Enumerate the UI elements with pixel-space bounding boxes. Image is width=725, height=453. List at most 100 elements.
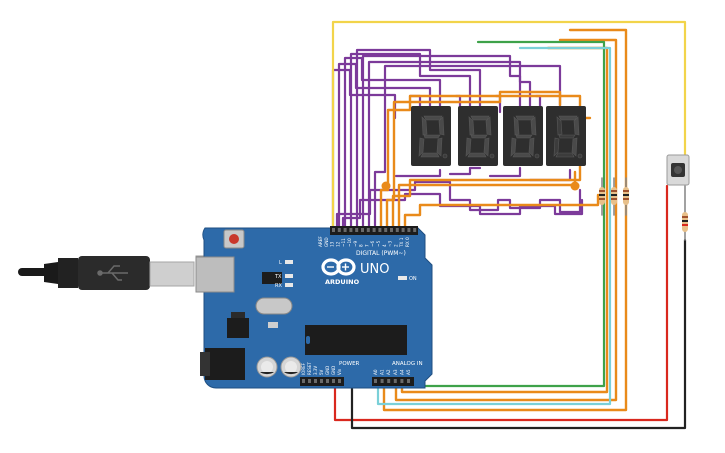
power-jack (205, 348, 245, 380)
digital-pin-label: ~6 (370, 240, 375, 247)
resistor-icon[interactable] (599, 187, 605, 205)
header-pin[interactable] (374, 379, 377, 383)
segment-f (556, 116, 563, 136)
header-pin[interactable] (387, 379, 391, 383)
header-pin[interactable] (395, 228, 399, 232)
header-pin[interactable] (302, 379, 305, 383)
header-pin[interactable] (407, 228, 411, 232)
brand-label: ARDUINO (325, 278, 360, 286)
header-pin[interactable] (378, 228, 382, 232)
header-pin[interactable] (355, 228, 359, 232)
yellow-wire (331, 20, 687, 230)
seven-segment-displays[interactable] (411, 106, 586, 166)
model-label: UNO (360, 262, 389, 277)
segment-d (512, 152, 532, 158)
segment-b (573, 116, 580, 136)
seven-segment-digit[interactable] (411, 106, 451, 166)
red-wire (333, 184, 669, 422)
seven-segment-digit[interactable] (546, 106, 586, 166)
header-pin[interactable] (366, 228, 370, 232)
segment-c (436, 137, 443, 157)
digital-pin-label: GND (324, 237, 329, 247)
segment-a (423, 115, 443, 121)
header-pin[interactable] (413, 228, 417, 232)
segment-b (438, 116, 445, 136)
power-pin-label: IOREF (301, 362, 306, 375)
decimal-point (489, 153, 495, 159)
decimal-point (577, 153, 583, 159)
analog-pin-label: A0 (373, 369, 378, 375)
digital-pin-label: 4 (382, 244, 387, 247)
analog-pin-label: A2 (386, 369, 391, 375)
pushbutton-icon[interactable] (666, 154, 690, 186)
segment-c (571, 137, 578, 157)
segment-a (515, 115, 535, 121)
analog-label: ANALOG IN (392, 361, 423, 367)
segment-c (483, 137, 490, 157)
cyan-wire (376, 46, 612, 406)
segment-g (558, 134, 576, 139)
header-pin[interactable] (326, 379, 329, 383)
segment-e (553, 137, 560, 157)
header-pin[interactable] (390, 228, 393, 232)
segment-f (421, 116, 428, 136)
digital-pin-label: ~5 (376, 240, 381, 247)
resistor-icon[interactable] (623, 187, 629, 205)
analog-pin-label: A4 (399, 369, 404, 375)
black-wire (350, 238, 687, 430)
resistor-icon[interactable] (682, 212, 688, 232)
led-on-label: ON (409, 276, 417, 282)
segment-e (465, 137, 472, 157)
header-pin[interactable] (320, 379, 323, 383)
digital-pin-label: 12 (335, 241, 340, 247)
power-pin-label: GND (331, 366, 336, 375)
analog-pin-label: A5 (406, 369, 411, 375)
header-pin[interactable] (332, 228, 335, 232)
header-pin[interactable] (401, 228, 405, 232)
header-pin[interactable] (338, 379, 341, 383)
segment-c (528, 137, 535, 157)
arduino-infinity-logo-icon (321, 258, 356, 276)
segment-d (467, 152, 487, 158)
header-pin[interactable] (407, 379, 410, 383)
header-pin[interactable] (380, 379, 384, 383)
header-pin[interactable] (384, 228, 388, 232)
digital-pin-label: RX 0 (405, 237, 410, 247)
resistor-bank[interactable] (599, 187, 688, 232)
digital-pin-label: 7 (364, 244, 369, 247)
segment-f (513, 116, 520, 136)
reset-button[interactable] (223, 229, 245, 249)
header-pin[interactable] (349, 228, 353, 232)
header-pin[interactable] (337, 228, 341, 232)
analog-header[interactable] (372, 377, 414, 386)
voltage-regulator (227, 318, 249, 338)
header-pin[interactable] (361, 228, 364, 232)
seven-segment-digit[interactable] (458, 106, 498, 166)
led-l-label: L (279, 260, 282, 266)
header-pin[interactable] (332, 379, 335, 383)
power-pin-label: GND (325, 366, 330, 375)
atmega-chip (305, 325, 407, 355)
header-pin[interactable] (400, 379, 404, 383)
segment-d (555, 152, 575, 158)
digital-pin-label: ~3 (388, 240, 393, 247)
analog-pin-label: A1 (380, 369, 385, 375)
resistor-icon[interactable] (611, 187, 617, 205)
header-pin[interactable] (314, 379, 317, 383)
usb-symbol-icon (97, 265, 128, 281)
digital-pin-label: 13 (330, 241, 335, 247)
header-pin[interactable] (308, 379, 311, 383)
power-pin-label: 3.3V (313, 366, 318, 375)
header-pin[interactable] (372, 228, 376, 232)
led-tx-label: TX (274, 274, 282, 280)
segment-g (470, 134, 488, 139)
header-pin[interactable] (393, 379, 397, 383)
decimal-point (534, 153, 540, 159)
segment-a (558, 115, 578, 121)
header-pin[interactable] (343, 228, 347, 232)
segment-b (530, 116, 537, 136)
seven-segment-digit[interactable] (503, 106, 543, 166)
digital-header-label: DIGITAL (PWM~) (356, 250, 406, 257)
segment-g (423, 134, 441, 139)
